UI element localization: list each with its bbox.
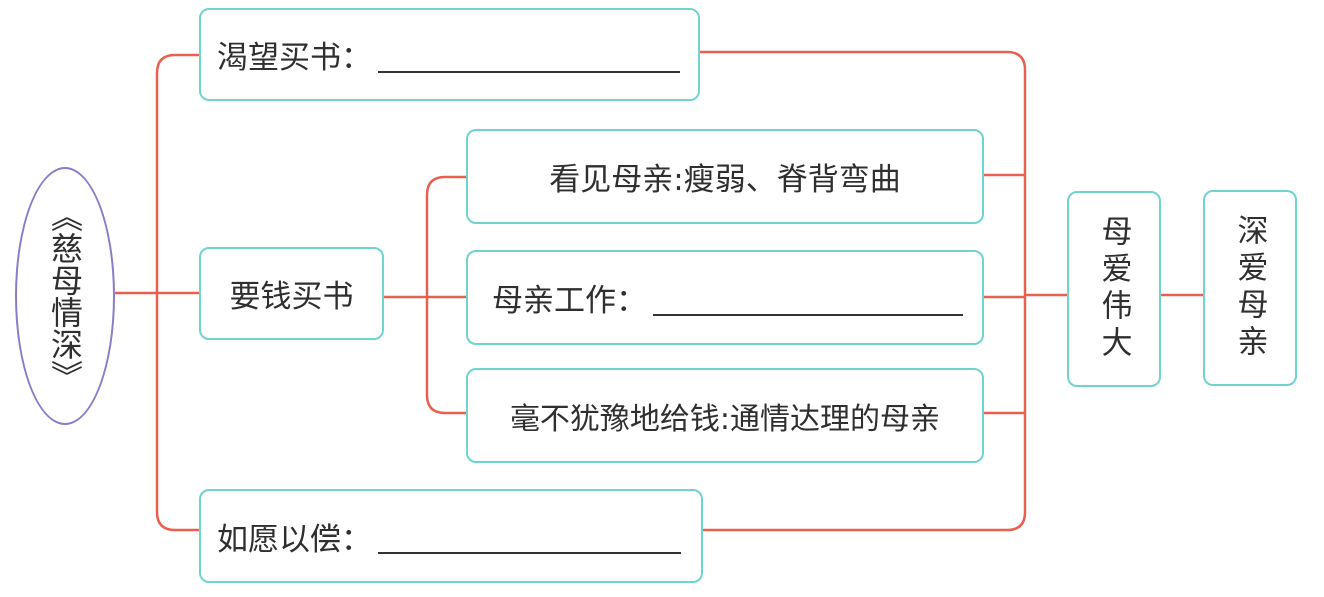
answer-blank[interactable] [378,37,680,73]
node-ask-money: 要钱买书 [199,247,384,340]
connector-mid-trunk [425,175,466,415]
answer-blank[interactable] [653,280,963,316]
root-title: 《慈母情深》 [46,200,84,392]
node-longing-to-buy-book: 渴望买书： [199,8,700,101]
node-label: 毫不犹豫地给钱:通情达理的母亲 [509,401,941,437]
node-label: 渴望买书： [217,40,372,76]
node-label: 母爱伟大 [1095,215,1132,363]
node-love-mother-deeply: 深爱母亲 [1203,190,1297,386]
node-label: 要钱买书 [229,279,354,315]
node-give-money: 毫不犹豫地给钱:通情达理的母亲 [466,368,984,463]
answer-blank[interactable] [378,518,681,554]
root-title-node: 《慈母情深》 [15,167,115,425]
node-see-mother: 看见母亲:瘦弱、脊背弯曲 [466,129,984,224]
node-label: 如愿以偿： [217,521,372,558]
node-label: 看见母亲:瘦弱、脊背弯曲 [549,162,901,198]
node-label: 母亲工作： [492,283,647,319]
connector-left-trunk [155,53,199,532]
node-great-maternal-love: 母爱伟大 [1067,191,1161,387]
node-wish-fulfilled: 如愿以偿： [199,489,703,583]
node-label: 深爱母亲 [1231,214,1268,362]
node-mother-work: 母亲工作： [466,250,984,345]
connector-right-trunk [700,50,1027,532]
